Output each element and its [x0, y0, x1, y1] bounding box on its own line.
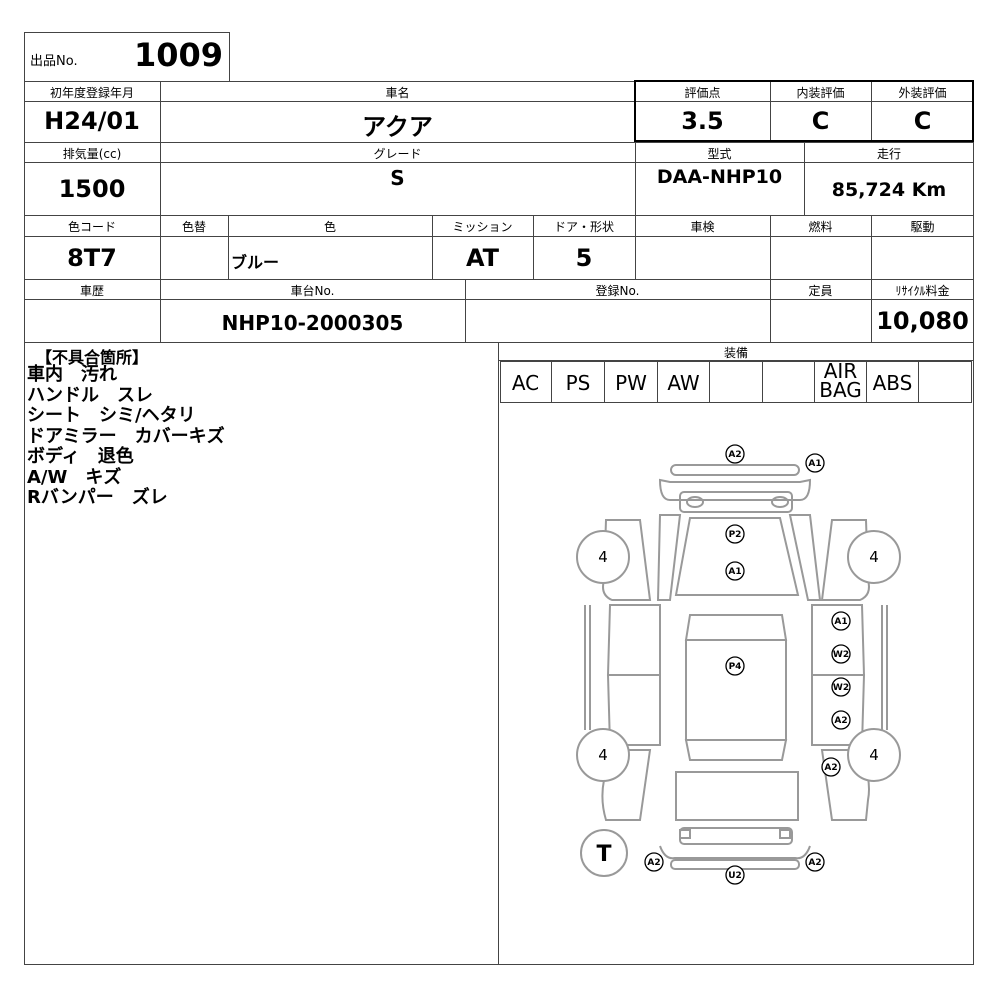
color-code-label: 色コード [67, 220, 116, 234]
evaluation-box [634, 80, 974, 142]
lower-section [24, 342, 974, 965]
damage-mark: A2 [728, 450, 741, 460]
damage-mark: U2 [728, 871, 742, 881]
color-label: 色 [323, 220, 336, 234]
recycle-value: 10,080 [876, 307, 969, 335]
equip-aw: AW [667, 371, 700, 395]
damage-mark: A1 [834, 617, 847, 627]
exterior-label: 外装評価 [898, 86, 947, 100]
grade-value: S [390, 166, 405, 190]
equip-pw: PW [615, 371, 647, 395]
defect-item: Rバンパー ズレ [27, 487, 168, 508]
car-name-value: アクア [362, 113, 433, 141]
damage-mark: A2 [647, 858, 660, 868]
defect-item: シート シミ/ヘタリ [27, 405, 196, 426]
model-label: 型式 [707, 147, 732, 161]
doors-value: 5 [575, 244, 593, 272]
defects-title: 【不具合箇所】 [36, 348, 149, 367]
doors-label: ドア・形状 [553, 220, 614, 234]
damage-mark: P4 [729, 662, 742, 672]
transmission-value: AT [465, 244, 500, 272]
displacement-value: 1500 [58, 175, 126, 203]
damage-mark: A2 [824, 763, 837, 773]
tire-mark-rear-right: 4 [869, 746, 879, 764]
equip-ps: PS [565, 371, 591, 395]
inspection-label: 車検 [690, 220, 715, 234]
tire-mark-rear-left: 4 [598, 746, 608, 764]
score-value: 3.5 [681, 107, 724, 135]
first-reg-value: H24/01 [44, 107, 140, 135]
damage-mark: A2 [834, 716, 847, 726]
interior-label: 内装評価 [796, 86, 845, 100]
mileage-label: 走行 [876, 147, 901, 161]
registration-label: 登録No. [595, 284, 640, 298]
equipment-grid [500, 361, 972, 403]
defects-list: 車内 汚れ ハンドル スレ シート シミ/ヘタリ ドアミラー カバーキズ ボディ… [27, 364, 225, 509]
damage-mark: A1 [808, 459, 821, 469]
car-name-label: 車名 [385, 86, 410, 100]
lot-label: 出品No. [30, 54, 78, 69]
equipment-title: 装備 [723, 346, 748, 360]
defect-item: ドアミラー カバーキズ [27, 425, 225, 447]
mileage-value: 85,724 Km [831, 179, 947, 201]
repaint-label: 色替 [181, 220, 206, 234]
equip-ac: AC [511, 371, 540, 395]
drive-label: 駆動 [910, 220, 935, 234]
displacement-label: 排気量(cc) [62, 147, 122, 161]
defect-item: ハンドル スレ [27, 384, 153, 406]
chassis-value: NHP10-2000305 [221, 311, 404, 335]
transmission-label: ミッション [452, 220, 513, 234]
damage-mark: A2 [808, 858, 821, 868]
damage-mark: P2 [729, 530, 742, 540]
defect-item: A/W キズ [27, 466, 122, 488]
equip-abs: ABS [872, 371, 913, 395]
exterior-value: C [913, 107, 932, 135]
spare-tire-mark: T [596, 842, 611, 867]
color-value: ブルー [231, 253, 280, 272]
color-code-value: 8T7 [67, 244, 117, 272]
score-label: 評価点 [684, 86, 721, 100]
grade-label: グレード [373, 147, 422, 161]
defect-item: ボディ 退色 [27, 446, 134, 467]
first-reg-label: 初年度登録年月 [49, 86, 134, 100]
interior-value: C [811, 107, 830, 135]
model-value: DAA-NHP10 [656, 166, 783, 188]
recycle-label: ﾘｻｲｸﾙ料金 [895, 284, 950, 298]
damage-mark: W2 [833, 683, 849, 693]
tire-mark-front-right: 4 [869, 548, 879, 566]
capacity-label: 定員 [808, 284, 833, 298]
equip-airbag: AIR BAG [819, 359, 862, 402]
damage-mark: A1 [728, 567, 741, 577]
tire-mark-front-left: 4 [598, 548, 608, 566]
history-label: 車歴 [79, 284, 104, 298]
damage-mark: W2 [833, 650, 849, 660]
fuel-label: 燃料 [808, 220, 833, 234]
defect-item: 車内 汚れ [27, 364, 117, 385]
lot-number: 1009 [134, 36, 224, 74]
chassis-label: 車台No. [290, 284, 335, 298]
